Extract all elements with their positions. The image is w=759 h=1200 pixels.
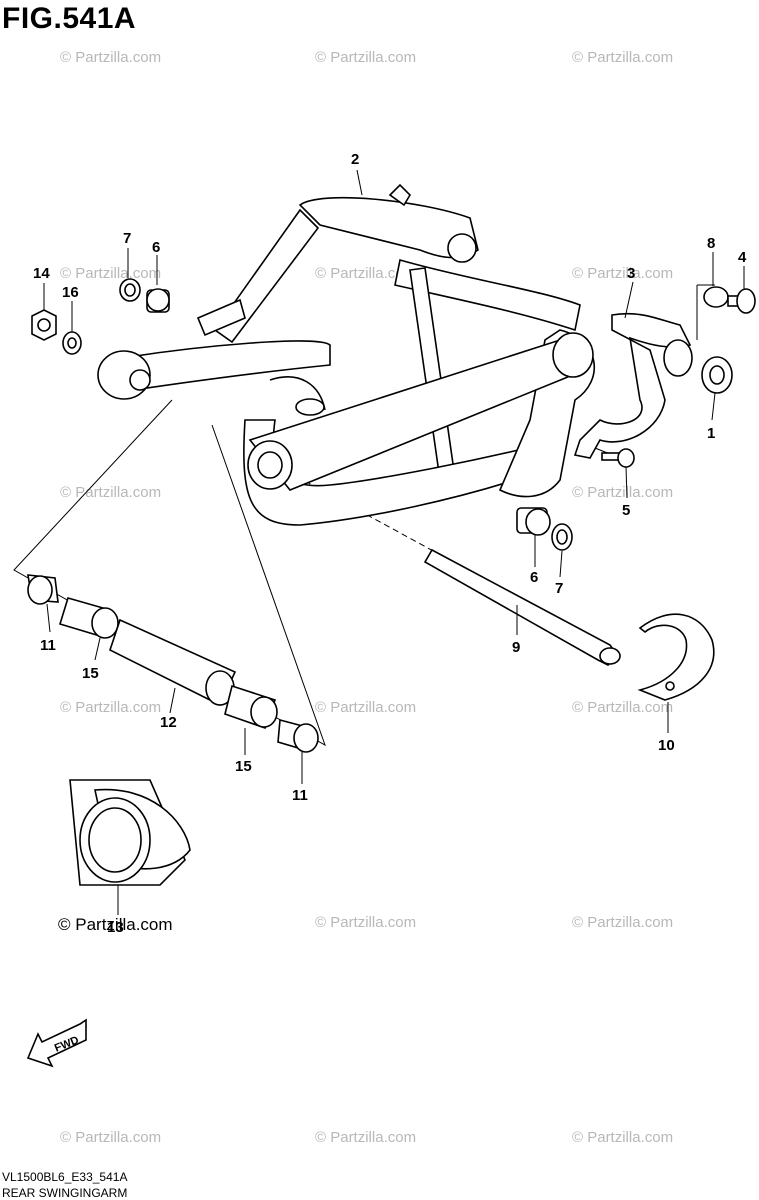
watermark: © Partzilla.com	[572, 49, 673, 66]
callout-15: 15	[235, 758, 252, 775]
shaft-body	[423, 548, 620, 666]
watermark: © Partzilla.com	[315, 914, 416, 931]
part-4-head	[736, 288, 756, 314]
swingarm-left-pivot-bore	[129, 369, 151, 391]
watermark: © Partzilla.com	[572, 1129, 673, 1146]
washer-inner	[124, 283, 136, 297]
figure-code: VL1500BL6_E33_541A	[2, 1170, 128, 1184]
callout-13: 13	[107, 919, 124, 936]
cover-hole	[665, 681, 675, 691]
callout-labels: 2 7 6 14 16 3 8 4 1 5 6 7 9 10 11 15 12 …	[33, 151, 747, 936]
boot-inner	[88, 807, 142, 873]
part-8-body	[703, 286, 729, 308]
watermark: © Partzilla.com	[315, 1129, 416, 1146]
callout-11: 11	[40, 637, 56, 654]
swingarm-frame	[97, 183, 596, 526]
swingarm-pivot-bore	[257, 451, 283, 479]
callout-4: 4	[738, 249, 747, 266]
callout-11: 11	[292, 787, 308, 804]
part-10-cover	[637, 613, 715, 701]
part-7-washer-top	[119, 278, 141, 302]
watermark: © Partzilla.com	[315, 699, 416, 716]
part-5-head	[617, 448, 635, 468]
cover-body	[637, 613, 715, 701]
watermark: © Partzilla.com	[60, 265, 161, 282]
watermark: © Partzilla.com	[572, 699, 673, 716]
watermark: © Partzilla.com	[572, 484, 673, 501]
callout-6: 6	[530, 569, 538, 586]
part-1-nut-bore	[709, 365, 725, 385]
watermark: © Partzilla.com	[60, 484, 161, 501]
callout-16: 16	[62, 284, 79, 301]
watermark-layer: © Partzilla.com © Partzilla.com © Partzi…	[58, 49, 673, 1146]
washer-inner	[67, 337, 77, 349]
swingarm-bracket	[196, 298, 246, 337]
watermark: © Partzilla.com	[315, 49, 416, 66]
swingarm-stud	[388, 183, 412, 207]
callout-3: 3	[627, 265, 635, 282]
part-15-bearing-right	[224, 684, 278, 730]
part-14-nut	[31, 309, 57, 341]
part-15-bearing-left	[58, 597, 119, 639]
part-3-boss	[663, 339, 693, 377]
callout-7: 7	[555, 580, 563, 597]
watermark: © Partzilla.com	[572, 914, 673, 931]
swingarm-hole	[295, 398, 325, 416]
bearing-face	[250, 696, 278, 728]
leader-lines	[43, 169, 745, 915]
callout-7: 7	[123, 230, 131, 247]
part-12-spacer	[109, 618, 237, 707]
watermark: © Partzilla.com	[572, 265, 673, 282]
shaft-head	[599, 647, 621, 665]
bearing-face	[91, 607, 119, 639]
swingarm-pivot-tube-right-end	[552, 332, 594, 378]
watermark: © Partzilla.com	[60, 699, 161, 716]
watermark: © Partzilla.com	[315, 265, 416, 282]
collar-face	[293, 723, 319, 753]
part-3-bracket	[573, 312, 693, 459]
callout-6: 6	[152, 239, 160, 256]
figure-caption: REAR SWINGINGARM	[2, 1186, 128, 1200]
callout-9: 9	[512, 639, 520, 656]
nut-bore	[37, 318, 51, 332]
part-8-collar	[703, 286, 729, 308]
part-6-bearing-top	[146, 288, 170, 313]
watermark: © Partzilla.com	[60, 49, 161, 66]
fwd-arrow-icon: FWD	[26, 1018, 87, 1068]
callout-14: 14	[33, 265, 50, 282]
part-1-nut	[701, 356, 733, 394]
watermark: © Partzilla.com	[60, 1129, 161, 1146]
callout-1: 1	[707, 425, 715, 442]
part-5-screw	[601, 448, 635, 468]
part-3-body	[573, 312, 692, 459]
part-11-collar-right	[277, 718, 319, 753]
collar-face	[27, 575, 53, 605]
swingarm-top-crossbar	[298, 196, 479, 259]
callout-2: 2	[351, 151, 359, 168]
part-13-boot	[69, 779, 191, 886]
part-11-collar-left	[27, 574, 59, 605]
part-7-washer-right	[551, 523, 573, 551]
callout-8: 8	[707, 235, 715, 252]
callout-5: 5	[622, 502, 630, 519]
bearing-face	[146, 288, 170, 312]
callout-12: 12	[160, 714, 177, 731]
callout-10: 10	[658, 737, 675, 754]
watermark-prominent: © Partzilla.com	[58, 915, 173, 934]
swingarm-mount-boss	[447, 233, 477, 263]
part-16-washer	[62, 331, 82, 355]
figure-title: FIG.541A	[2, 2, 137, 35]
part-6-bearing-right	[516, 507, 551, 536]
bearing-face	[525, 508, 551, 536]
part-9-pivot-shaft	[423, 548, 621, 666]
callout-15: 15	[82, 665, 99, 682]
swingarm-center-strut	[409, 267, 456, 481]
part-4-bolt	[727, 288, 756, 314]
swingarm-right-upper-tube	[394, 258, 581, 332]
swingarm-left-upper-tube	[108, 340, 331, 393]
washer-inner	[556, 529, 568, 545]
